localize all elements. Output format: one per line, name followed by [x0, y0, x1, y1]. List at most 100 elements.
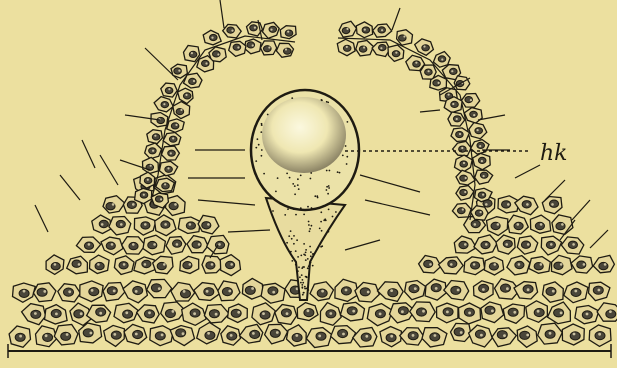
tissue-cell [154, 97, 173, 112]
cell-nucleus [186, 222, 195, 229]
cell-nucleus [142, 260, 151, 267]
tissue-cell [101, 237, 123, 255]
tissue-cell [167, 119, 185, 132]
tissue-cell [287, 325, 307, 346]
tissue-cell [137, 305, 160, 323]
tissue-cell [456, 170, 475, 185]
tissue-cell [204, 305, 229, 323]
tissue-cell [415, 39, 434, 55]
tissue-cell [464, 257, 485, 275]
cell-nucleus [202, 60, 210, 66]
cell-nucleus [422, 45, 430, 51]
hair-line [198, 200, 255, 205]
tissue-cell [526, 301, 548, 323]
cell-nucleus [155, 332, 165, 340]
tissue-cell [58, 284, 81, 302]
tissue-cell [372, 42, 390, 56]
cell-nucleus [475, 128, 483, 134]
tissue-cell [276, 43, 293, 57]
tissue-cell [589, 282, 610, 300]
hair-line [228, 230, 270, 232]
tissue-cell [155, 215, 176, 236]
tissue-cell [306, 328, 331, 348]
tissue-cell [252, 303, 275, 325]
tissue-cell [575, 306, 599, 324]
tissue-cell [481, 302, 504, 323]
tissue-cell [13, 283, 36, 302]
tissue-cell [184, 46, 200, 62]
tissue-cell [122, 237, 146, 255]
tissue-cell [180, 256, 199, 273]
tissue-cell [143, 235, 165, 255]
tissue-cell [397, 30, 413, 46]
tissue-cell [178, 88, 193, 103]
tissue-cell [538, 323, 563, 344]
tissue-cell [400, 328, 424, 346]
tissue-cell [33, 283, 56, 302]
tissue-cell [410, 302, 436, 322]
tissue-cell [552, 215, 573, 235]
tissue-cell [464, 108, 482, 124]
tissue-cell [561, 237, 584, 254]
tissue-cell [207, 235, 229, 253]
cell-nucleus [478, 192, 486, 198]
tissue-cell [331, 326, 356, 344]
cell-nucleus [181, 290, 191, 298]
cell-nucleus [534, 308, 544, 316]
hair-line [60, 175, 80, 200]
cell-nucleus [458, 208, 466, 214]
cell-nucleus [171, 123, 179, 129]
tissue-cell [114, 303, 138, 323]
cell-nucleus [497, 331, 507, 339]
tissue-cell [589, 325, 611, 346]
cell-nucleus [99, 220, 108, 227]
tissue-cell [280, 26, 296, 39]
tissue-cell [339, 21, 356, 37]
cell-nucleus [206, 262, 215, 269]
cell-nucleus [475, 330, 485, 338]
tissue-cell [80, 281, 103, 302]
tissue-cell [261, 283, 285, 303]
tissue-cell [103, 196, 125, 213]
tissue-cell [242, 278, 263, 299]
tissue-cell [452, 203, 471, 217]
tissue-cell [422, 328, 447, 347]
tissue-cell [597, 303, 617, 321]
tissue-cell [496, 235, 515, 254]
hair-line [82, 140, 95, 168]
cell-nucleus [430, 333, 440, 341]
cell-nucleus [571, 288, 581, 296]
tissue-cell [159, 161, 177, 176]
cell-nucleus [169, 202, 178, 209]
tissue-cell [462, 94, 480, 108]
hair-line [360, 175, 420, 192]
tissue-cell [451, 128, 470, 142]
tissue-cell [90, 255, 110, 273]
cell-nucleus [233, 44, 241, 50]
tissue-cell [420, 65, 436, 79]
cell-nucleus [359, 46, 367, 52]
tissue-cell [109, 217, 131, 235]
tissue-cell [356, 22, 372, 38]
cell-nucleus [269, 26, 277, 32]
cell-nucleus [599, 262, 608, 269]
tissue-cell [221, 326, 241, 345]
cell-nucleus [152, 134, 160, 140]
tissue-cell [340, 302, 364, 321]
cell-nucleus [226, 261, 235, 268]
tissue-cell [469, 123, 487, 139]
cell-nucleus [231, 309, 241, 317]
tissue-cell [9, 326, 30, 347]
tissue-cell [425, 279, 446, 300]
tissue-cell [198, 215, 219, 234]
tissue-cell [145, 143, 162, 159]
tissue-cell [530, 215, 550, 233]
tissue-cell [419, 256, 442, 274]
tissue-cell [124, 324, 147, 344]
cell-nucleus [245, 286, 255, 294]
cell-nucleus [61, 332, 71, 340]
tissue-cell [474, 281, 494, 300]
cell-nucleus [417, 308, 427, 316]
